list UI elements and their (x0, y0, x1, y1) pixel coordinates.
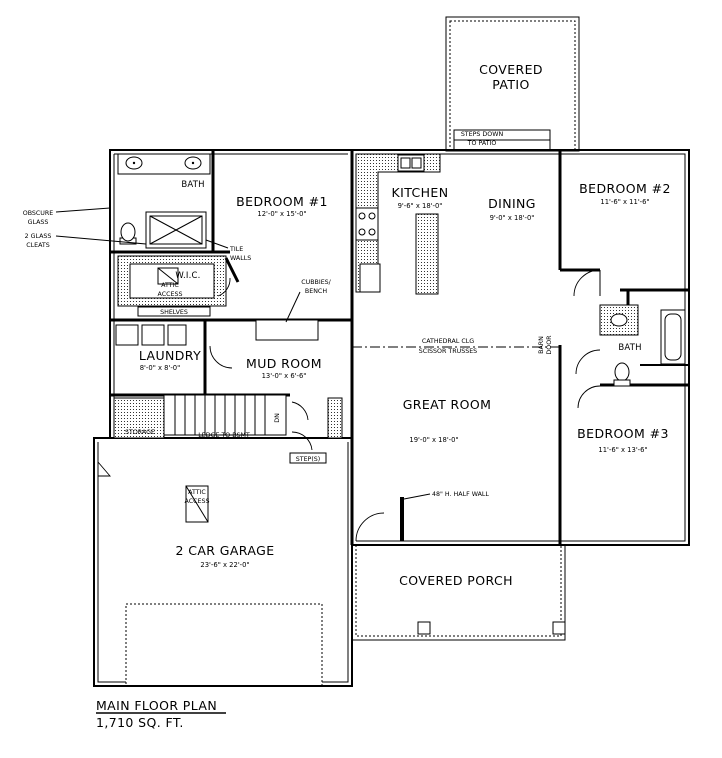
cathedral-label-1: CATHEDRAL CLG (422, 338, 474, 345)
wic-label: W.I.C. (175, 271, 200, 281)
kitchen-island (415, 213, 439, 295)
half-wall-label: 48" H. HALF WALL (432, 491, 489, 498)
garage: ATTIC ACCESS 2 CAR GARAGE 23'-6" x 22'-0… (97, 461, 323, 687)
attic-access-wic-1: ATTIC (161, 282, 179, 289)
covered-patio-label-1: COVERED (479, 62, 543, 77)
refrigerator-icon (359, 263, 381, 293)
bath-notes: OBSCURE GLASS 2 GLASS CLEATS TILE WALLS (23, 207, 251, 262)
dining: DINING 9'-0" x 18'-0" (488, 196, 536, 222)
steps-down-label-2: TO PATIO (467, 140, 497, 147)
range-icon (355, 207, 379, 241)
garage-label: 2 CAR GARAGE (176, 543, 275, 558)
cubbies-label-2: BENCH (305, 288, 327, 295)
steps-label: STEP(S) (296, 456, 321, 463)
walk-in-closet: W.I.C. ATTIC ACCESS SHELVES (137, 267, 211, 317)
washer-icon (115, 324, 139, 346)
attic-access-garage-2: ACCESS (185, 498, 210, 505)
laundry: LAUNDRY 8'-0" x 8'-0" (115, 324, 233, 372)
kitchen-dim: 9'-6" x 18'-0" (398, 202, 443, 210)
master-bath-label: BATH (181, 180, 204, 190)
ceiling-note: CATHEDRAL CLG SCISSOR TRUSSES BARN DOOR (352, 335, 560, 355)
dining-dim: 9'-0" x 18'-0" (490, 214, 535, 222)
dn-label: DN (274, 413, 281, 423)
plan-area: 1,710 SQ. FT. (96, 715, 184, 730)
mud-room-dim: 13'-0" x 6'-6" (262, 372, 307, 380)
cubbies-bench: CUBBIES/ BENCH (255, 279, 332, 341)
sink-icon (610, 313, 628, 327)
covered-porch: COVERED PORCH (351, 545, 566, 641)
garage-dim: 23'-6" x 22'-0" (200, 561, 249, 569)
dryer-icon (141, 324, 165, 346)
note-glass-cleats-1: 2 GLASS (25, 233, 52, 240)
plan-title: MAIN FLOOR PLAN (96, 698, 217, 713)
laundry-label: LAUNDRY (139, 348, 201, 363)
bedroom-1: BEDROOM #1 12'-0" x 15'-0" (217, 194, 328, 297)
ledge-label: LEDGE TO BSMT (198, 432, 250, 439)
note-tile-walls-2: WALLS (230, 255, 251, 262)
shelves-label: SHELVES (160, 309, 188, 316)
attic-access-garage-1: ATTIC (188, 489, 206, 496)
bath-2-label: BATH (618, 343, 641, 353)
note-tile-walls-1: TILE (229, 246, 243, 253)
note-obscure-glass-1: OBSCURE (23, 210, 54, 217)
great-room-label: GREAT ROOM (403, 397, 492, 412)
bedroom-2: BEDROOM #2 11'-6" x 11'-6" (573, 181, 671, 297)
note-glass-cleats-2: CLEATS (26, 242, 50, 249)
bedroom-3-dim: 11'-6" x 13'-6" (598, 446, 647, 454)
bedroom-3-label: BEDROOM #3 (577, 426, 669, 441)
bedroom-2-label: BEDROOM #2 (579, 181, 671, 196)
bedroom-3: BEDROOM #3 11'-6" x 13'-6" (577, 426, 669, 454)
bath-2: BATH (575, 309, 686, 409)
attic-access-wic-2: ACCESS (158, 291, 183, 298)
bedroom-1-label: BEDROOM #1 (236, 194, 328, 209)
dining-label: DINING (488, 196, 536, 211)
master-bath-fixtures: BATH (117, 153, 211, 249)
barn-door-label-1: BARN (538, 336, 545, 354)
toilet-icon (614, 362, 630, 382)
storage-label: STORAGE (125, 429, 155, 436)
covered-patio-label-2: PATIO (492, 77, 529, 92)
stair-treads (174, 395, 266, 435)
title-block: MAIN FLOOR PLAN 1,710 SQ. FT. (96, 698, 226, 730)
laundry-dim: 8'-0" x 8'-0" (140, 364, 181, 372)
note-obscure-glass-2: GLASS (28, 219, 49, 226)
barn-door-label-2: DOOR (546, 335, 553, 355)
kitchen-label: KITCHEN (392, 185, 449, 200)
bedroom-1-dim: 12'-0" x 15'-0" (257, 210, 306, 218)
kitchen: KITCHEN 9'-6" x 18'-0" (355, 153, 449, 295)
covered-patio: COVERED PATIO STEPS DOWN TO PATIO (445, 16, 580, 152)
great-room: GREAT ROOM 19'-0" x 18'-0" 48" H. HALF W… (355, 397, 492, 542)
bedroom-2-dim: 11'-6" x 11'-6" (600, 198, 649, 206)
stairs: STORAGE LEDGE TO BSMT DN STEP(S) (113, 394, 343, 464)
steps-down-label-1: STEPS DOWN (461, 131, 504, 138)
garage-door (125, 603, 323, 687)
great-room-dim: 19'-0" x 18'-0" (409, 436, 458, 444)
cubbies-label-1: CUBBIES/ (301, 279, 331, 286)
mud-room-label: MUD ROOM (246, 356, 322, 371)
covered-porch-label: COVERED PORCH (399, 573, 513, 588)
cathedral-label-2: SCISSOR TRUSSES (419, 348, 477, 355)
mud-room: MUD ROOM 13'-0" x 6'-6" (246, 356, 322, 380)
